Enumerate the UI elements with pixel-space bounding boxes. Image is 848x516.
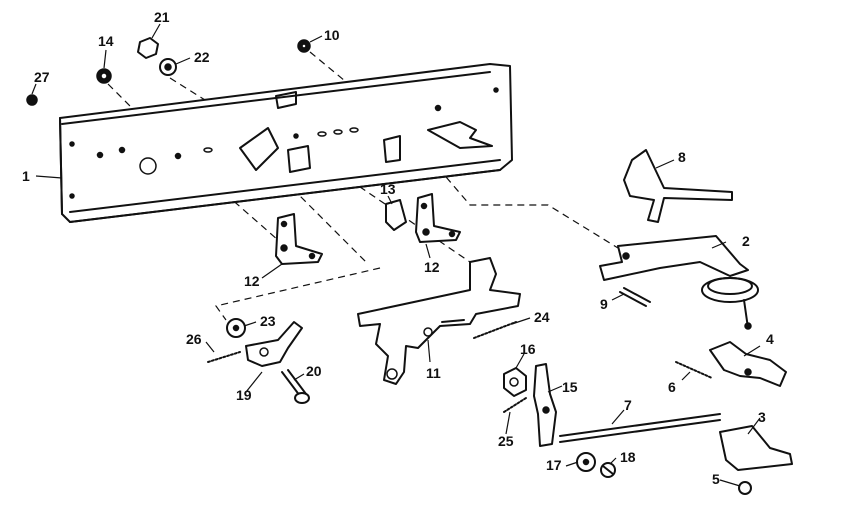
callout-20: 20 xyxy=(306,363,322,379)
small-block-part-13 xyxy=(385,199,407,231)
callout-27: 27 xyxy=(34,69,50,85)
callout-22: 22 xyxy=(194,49,210,65)
nut-part-16 xyxy=(503,367,527,397)
callout-12-left: 12 xyxy=(244,273,260,289)
callout-6: 6 xyxy=(668,379,676,395)
lever-part-15 xyxy=(533,363,557,447)
callout-3: 3 xyxy=(758,409,766,425)
callout-12-right: 12 xyxy=(424,259,440,275)
callout-15: 15 xyxy=(562,379,578,395)
nut-part-5 xyxy=(738,481,752,495)
washer-part-22 xyxy=(159,58,177,76)
callout-23: 23 xyxy=(260,313,276,329)
callout-14: 14 xyxy=(98,33,114,49)
spring-part-25 xyxy=(503,397,527,413)
callout-10: 10 xyxy=(324,27,340,43)
callout-2: 2 xyxy=(742,233,750,249)
rod-part-7 xyxy=(559,413,721,443)
screw-part-20 xyxy=(281,369,310,404)
bent-bracket-part-8 xyxy=(623,149,733,223)
callout-26: 26 xyxy=(186,331,202,347)
central-slide-part-11 xyxy=(357,257,521,385)
callout-leader-lines xyxy=(31,23,761,487)
callout-4: 4 xyxy=(766,331,774,347)
nut-part-27 xyxy=(26,94,38,106)
lever-with-ring-part-2 xyxy=(599,235,759,330)
washer-part-23 xyxy=(226,318,246,338)
callout-21: 21 xyxy=(154,9,170,25)
callout-18: 18 xyxy=(620,449,636,465)
callout-labels: 1 2 3 4 5 6 7 8 9 10 11 12 12 13 14 15 1… xyxy=(22,9,774,487)
callout-5: 5 xyxy=(712,471,720,487)
small-bracket-part-12-right xyxy=(415,193,461,243)
callout-24: 24 xyxy=(534,309,550,325)
callout-8: 8 xyxy=(678,149,686,165)
screw-part-10 xyxy=(297,39,311,53)
screw-part-18 xyxy=(600,462,616,478)
spring-part-6 xyxy=(675,361,713,379)
callout-9: 9 xyxy=(600,296,608,312)
main-frame-plate xyxy=(59,63,513,223)
washer-part-17 xyxy=(576,452,596,472)
pivot-bracket-part-19 xyxy=(245,321,303,367)
spring-part-24 xyxy=(473,321,517,339)
callout-17: 17 xyxy=(546,457,562,473)
callout-19: 19 xyxy=(236,387,252,403)
screw-part-14 xyxy=(96,68,112,84)
nut-part-21 xyxy=(137,37,159,59)
end-lever-part-3 xyxy=(719,425,793,471)
pin-part-9 xyxy=(619,287,651,307)
callout-13: 13 xyxy=(380,181,396,197)
callout-7: 7 xyxy=(624,397,632,413)
spring-part-26 xyxy=(207,351,241,363)
callout-16: 16 xyxy=(520,341,536,357)
callout-1: 1 xyxy=(22,168,30,184)
latch-part-4 xyxy=(709,341,787,387)
callout-25: 25 xyxy=(498,433,514,449)
small-bracket-part-12-left xyxy=(275,213,323,265)
callout-11: 11 xyxy=(426,365,441,381)
